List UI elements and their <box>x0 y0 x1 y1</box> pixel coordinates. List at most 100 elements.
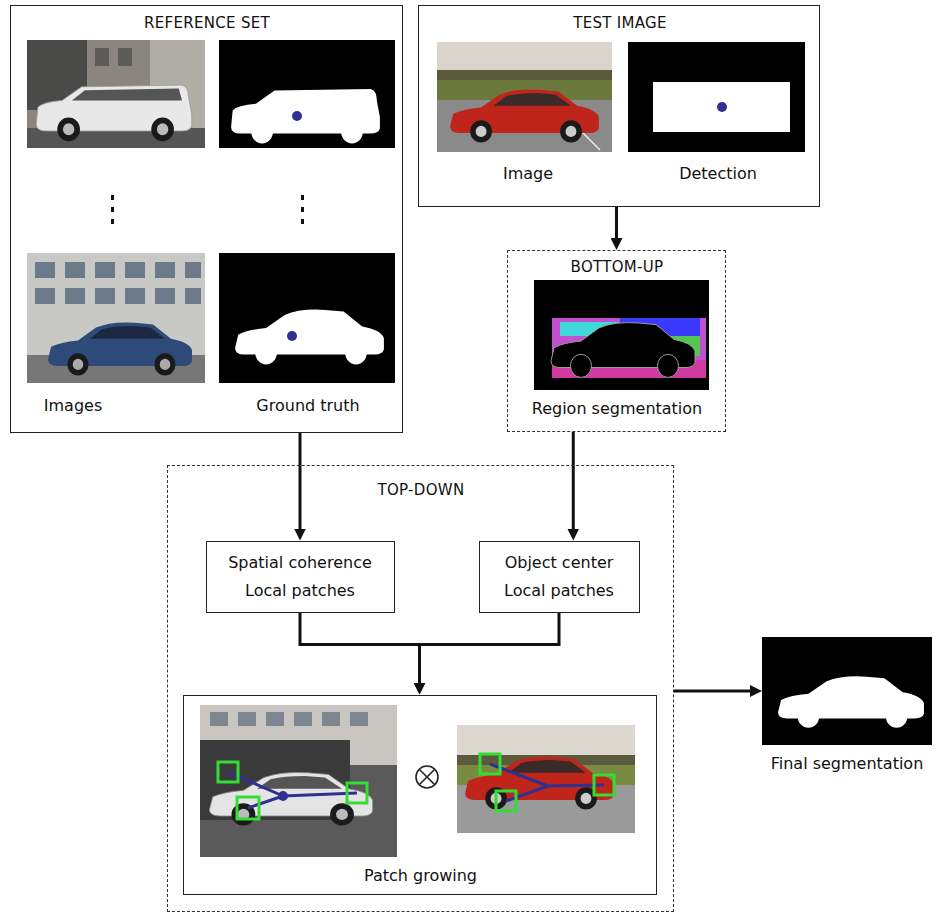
times-symbol <box>419 769 435 785</box>
reference-photo <box>65 288 85 304</box>
ground-truth-mask <box>251 120 363 143</box>
reference-photo <box>73 359 171 370</box>
patch-match-photo <box>506 786 548 801</box>
reference-photo <box>95 48 109 66</box>
panel-heading: REFERENCE SET <box>144 14 270 32</box>
patch-match-photo <box>491 793 592 804</box>
reference-photo <box>90 326 165 339</box>
reference-photo <box>27 253 205 383</box>
flow-arrow <box>674 690 756 693</box>
reference-photo <box>36 85 192 141</box>
test-photo <box>437 70 612 80</box>
patch-match-photo <box>218 762 238 782</box>
patch-match-photo <box>209 772 372 825</box>
patch-match-photo <box>548 785 604 786</box>
ground-truth-mask <box>292 111 302 121</box>
ellipsis-dots <box>301 219 304 224</box>
patch-match-photo <box>480 754 614 811</box>
final-mask <box>798 706 907 728</box>
output-image: Final segmentation <box>762 637 932 745</box>
reference-photo <box>125 262 145 278</box>
process-label: Object center Local patches <box>480 549 639 605</box>
ellipsis-dots <box>301 207 304 212</box>
patch-match-photo <box>496 791 516 811</box>
image-caption: Region segmentation <box>532 399 703 418</box>
test-photo <box>437 42 612 152</box>
patch-match-photo <box>257 776 342 789</box>
stage-panel: Spatial coherence Local patches Object ce… <box>167 465 674 912</box>
ellipsis-dots <box>111 207 114 212</box>
patch-match-photo <box>457 725 635 833</box>
patch-match-photo <box>200 705 397 857</box>
group-panel: REFERENCE SET Images Ground truth <box>10 5 403 433</box>
reference-photo <box>185 262 201 278</box>
image-caption: Image <box>503 164 553 183</box>
reference-photo <box>27 40 205 148</box>
patch-match-photo <box>228 772 357 808</box>
ground-truth-mask <box>231 89 380 143</box>
patch-match-photo <box>200 705 397 857</box>
reference-photo <box>35 262 55 278</box>
patch-match-photo <box>322 712 340 726</box>
patch-match-photo <box>509 760 587 773</box>
process-label: Patch growing <box>364 866 477 885</box>
detection-mask <box>717 102 727 112</box>
ground-truth-mask <box>235 310 384 365</box>
ellipsis-dots <box>111 195 304 224</box>
patch-match-photo <box>347 783 367 803</box>
final-mask <box>778 676 924 727</box>
reference-photo <box>35 288 55 304</box>
ground-truth-mask <box>287 331 297 341</box>
patch-match-photo <box>490 764 604 801</box>
reference-photo <box>95 262 115 278</box>
reference-photo <box>72 89 182 101</box>
times-symbol <box>419 769 435 785</box>
ellipsis-dots <box>301 195 304 200</box>
patch-match-photo <box>350 712 368 726</box>
patch-match-photo <box>266 712 284 726</box>
patch-match-photo <box>465 756 614 809</box>
patch-match-photo <box>294 712 312 726</box>
times-symbol <box>416 766 438 788</box>
test-photo <box>476 126 577 137</box>
detection-mask <box>628 42 805 152</box>
stage-panel: BOTTOM-UPRegion segmentation <box>507 250 726 432</box>
final-mask <box>762 637 932 745</box>
reference-photo <box>118 48 132 66</box>
region-segmentation-image <box>552 318 706 378</box>
patch-match-photo <box>457 725 635 755</box>
detection-mask <box>653 82 790 132</box>
flow-arrow <box>572 432 575 535</box>
ground-truth-mask <box>219 40 395 148</box>
final-mask <box>762 637 932 745</box>
patch-match-photo <box>210 712 228 726</box>
flow-arrow <box>615 207 618 244</box>
detection-mask <box>628 42 805 152</box>
column-caption: Ground truth <box>256 396 359 415</box>
flow-arrow <box>300 613 420 689</box>
region-segmentation-image <box>534 280 709 390</box>
times-symbol <box>416 766 438 788</box>
test-photo <box>470 120 582 142</box>
reference-photo <box>125 288 145 304</box>
test-photo <box>450 89 599 142</box>
reference-photo <box>27 253 205 383</box>
ellipsis-dots <box>111 219 114 224</box>
image-caption: Detection <box>679 164 757 183</box>
reference-photo <box>95 288 115 304</box>
patch-match-photo <box>480 754 500 774</box>
process-box: Spatial coherence Local patches <box>206 541 395 613</box>
ellipsis-dots <box>111 195 114 200</box>
patch-match-photo <box>237 797 259 819</box>
panel-heading: TOP-DOWN <box>378 481 465 499</box>
flow-arrow <box>299 433 302 535</box>
panel-heading: TEST IMAGE <box>573 14 667 32</box>
region-segmentation-image <box>571 354 679 377</box>
column-caption: Images <box>44 396 102 415</box>
patch-match-photo <box>218 762 367 819</box>
ground-truth-mask <box>219 40 395 148</box>
patch-match-photo <box>594 775 614 795</box>
patch-match-photo <box>278 791 288 801</box>
